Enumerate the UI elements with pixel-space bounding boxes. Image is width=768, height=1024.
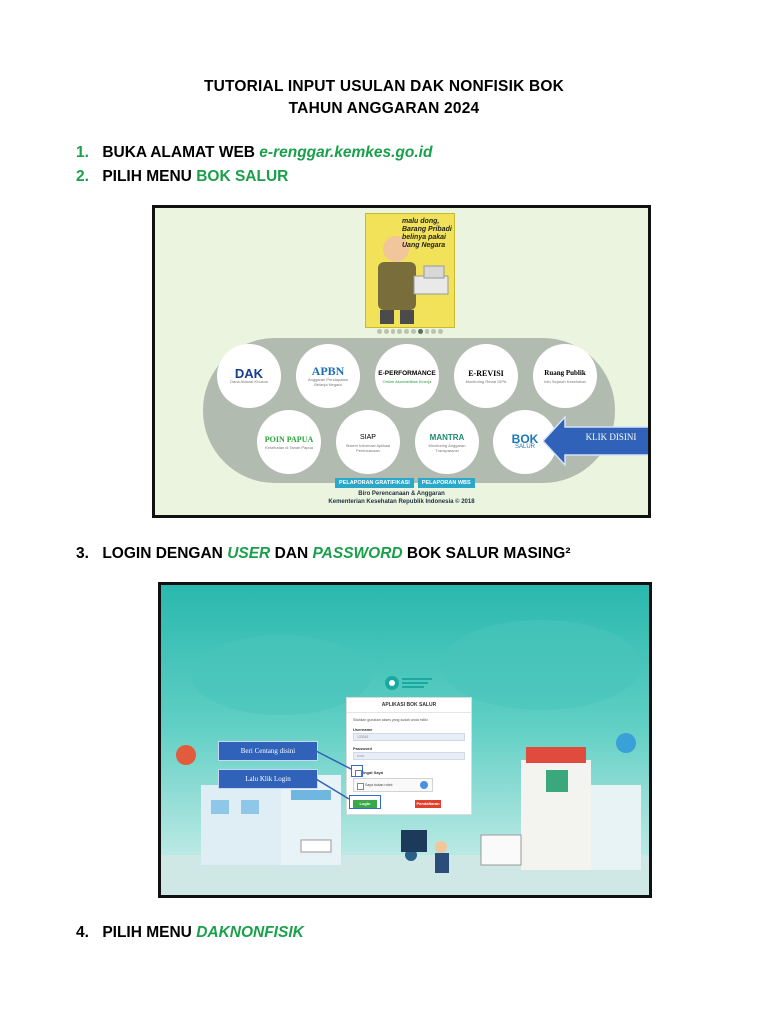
doc-subtitle: TAHUN ANGGARAN 2024 [288,100,480,117]
step-text: BUKA ALAMAT WEB [102,144,260,161]
recaptcha[interactable]: Saya bukan robot [353,778,433,792]
ministry-logo-icon [385,676,432,690]
menu-e-revisi[interactable]: E-REVISI Monitoring Revisi DIPA [454,344,518,408]
carousel-dots[interactable] [377,329,443,335]
step-number: 2. [76,168,89,185]
footer-ministry: Kementerian Kesehatan Republik Indonesia… [328,499,475,505]
remember-label: Ingat Saya [363,770,384,775]
step-text: PILIH MENU [102,168,197,185]
menu-siap[interactable]: SIAP Sistem Informasi Aplikasi Perencana… [336,410,400,474]
wbs-button[interactable]: PELAPORAN WBS [417,478,475,488]
menu-poin-papua[interactable]: POIN PAPUA Kesehatan di Tanah Papua [257,410,321,474]
step-number: 1. [76,144,89,161]
step-1: 1. BUKA ALAMAT WEB e-renggar.kemkes.go.i… [76,144,432,162]
step-2: 2. PILIH MENU BOK SALUR [76,168,288,186]
footer-bureau: Biro Perencanaan & Anggaran [358,491,445,497]
checkbox-highlight [351,765,363,777]
app-title: APLIKASI BOK SALUR [381,702,437,708]
login-callout: Lalu Klik Login [218,769,318,789]
arrow-left-icon [543,416,648,466]
login-intro: Silahkan gunakan akses yang sudah anda m… [353,718,428,722]
menu-dak[interactable]: DAK Dana Alokasi Khusus [217,344,281,408]
poster-illustration [366,214,454,327]
password-label: Password [353,746,372,751]
gratifikasi-button[interactable]: PELAPORAN GRATIFIKASI [335,478,414,488]
click-here-callout: KLIK DISINI [585,432,637,442]
doc-title: TUTORIAL INPUT USULAN DAK NONFISIK BOK [203,78,565,95]
captcha-checkbox[interactable] [357,783,364,790]
username-input[interactable]: 133061 [353,733,465,741]
step-3: 3. LOGIN DENGAN USER DAN PASSWORD BOK SA… [76,545,571,562]
login-highlight [349,795,381,809]
menu-mantra[interactable]: MANTRA Monitoring Anggaran Transparansi [415,410,479,474]
step-highlight: DAKNONFISIK [196,924,304,941]
password-input[interactable]: •••••• [353,752,465,760]
menu-ruang-publik[interactable]: Ruang Publik Info Sejarah Kesehatan [533,344,597,408]
poster-text: malu dong, Barang Pribadi belinya pakai … [402,218,452,249]
step-highlight: BOK SALUR [196,168,289,185]
register-button[interactable]: Pendaftaran [415,800,441,808]
step-4: 4. PILIH MENU DAKNONFISIK [76,924,304,942]
menu-e-performance[interactable]: E-PERFORMANCE Online Akuntabilitas Kiner… [375,344,439,408]
poster-image: malu dong, Barang Pribadi belinya pakai … [365,213,455,328]
portal-screenshot: malu dong, Barang Pribadi belinya pakai … [152,205,651,518]
step-text: PILIH MENU [102,924,197,941]
report-buttons: PELAPORAN GRATIFIKASI PELAPORAN WBS [335,478,475,488]
captcha-label: Saya bukan robot [365,783,393,787]
login-screenshot: APLIKASI BOK SALUR Silahkan gunakan akse… [158,582,652,898]
web-address-link[interactable]: e-renggar.kemkes.go.id [259,144,433,161]
step-number: 3. [76,545,89,562]
login-button[interactable]: Login [353,800,377,808]
recaptcha-icon [420,781,428,789]
menu-apbn[interactable]: APBN Anggaran Pendapatan Belanja Negara [296,344,360,408]
step-number: 4. [76,924,89,941]
check-callout: Beri Centang disini [218,741,318,761]
username-label: Username [353,727,373,732]
